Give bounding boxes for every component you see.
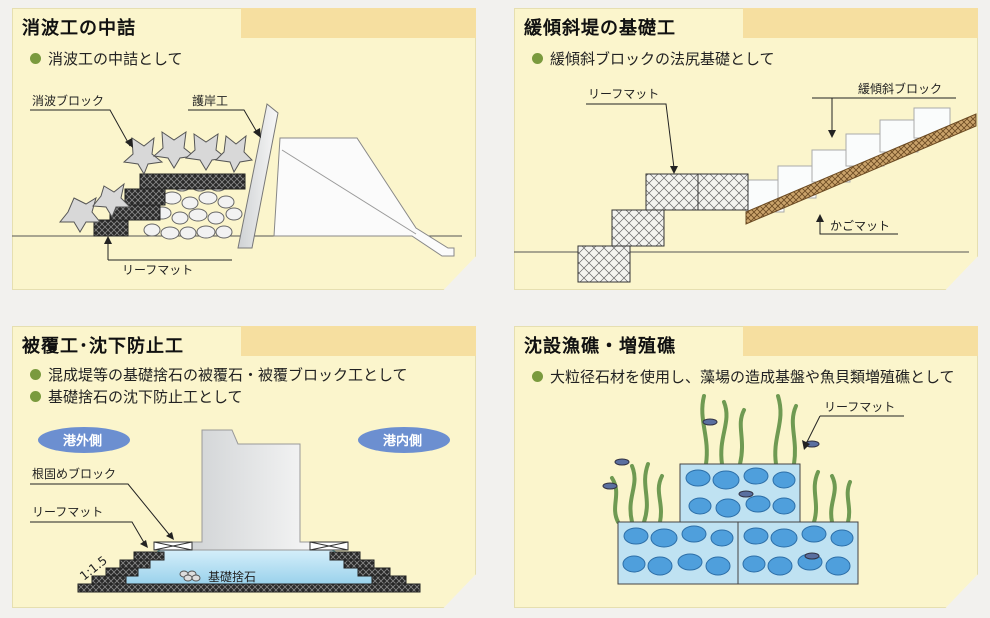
panel-wave-dissipation: 消波工の中詰 消波工の中詰として <box>12 8 476 290</box>
label-rubble: 基礎捨石 <box>208 569 256 584</box>
label-reef-mat: リーフマット <box>588 87 659 101</box>
label-revetment: 護岸工 <box>192 93 228 108</box>
title-band <box>241 8 476 38</box>
label-reef-mat: リーフマット <box>824 400 895 414</box>
label-reef-mat: リーフマット <box>122 263 193 277</box>
diagram-wave-dissipation: 消波ブロック 護岸工 リーフマット <box>12 93 462 277</box>
bullet-icon <box>532 371 543 382</box>
panel-title: 被覆工･沈下防止工 <box>22 336 184 357</box>
label-root-block: 根固めブロック <box>32 466 116 481</box>
bullet-item: 基礎捨石の沈下防止工として <box>30 386 243 407</box>
label-reef-mat: リーフマット <box>32 505 103 519</box>
title-band <box>743 8 978 38</box>
title-band <box>241 326 476 356</box>
bullet-icon <box>532 53 543 64</box>
label-gabion-mat: かごマット <box>830 218 890 233</box>
panel-protection: 被覆工･沈下防止工 混成堤等の基礎捨石の被覆石・被覆ブロック工として 基礎捨石の… <box>12 326 476 608</box>
panel-title: 緩傾斜堤の基礎工 <box>524 18 676 39</box>
bullet-icon <box>30 391 41 402</box>
label-harbor-outside: 港外側 <box>63 433 102 449</box>
diagram-gentle-slope: リーフマット 緩傾斜ブロック かごマット <box>514 81 977 283</box>
diagram-fishing-reef: リーフマット <box>602 394 904 585</box>
bullet-item: 消波工の中詰として <box>30 48 183 69</box>
bullet-icon <box>30 369 41 380</box>
bullet-item: 緩傾斜ブロックの法尻基礎として <box>532 48 775 69</box>
label-slope-block: 緩傾斜ブロック <box>858 81 942 96</box>
bullet-icon <box>30 53 41 64</box>
panel-gentle-slope: 緩傾斜堤の基礎工 緩傾斜ブロックの法尻基礎として リーフマット <box>514 8 978 290</box>
bullet-item: 混成堤等の基礎捨石の被覆石・被覆ブロック工として <box>30 364 408 385</box>
label-wave-block: 消波ブロック <box>32 93 104 108</box>
diagram-protection: 港外側 港内側 基礎捨石 根固めブロック リーフマット 1:1.5 <box>30 427 450 593</box>
label-harbor-inside: 港内側 <box>383 433 422 449</box>
panel-title: 消波工の中詰 <box>22 18 136 39</box>
bullet-item: 大粒径石材を使用し、藻場の造成基盤や魚貝類増殖礁として <box>532 366 955 387</box>
panel-title: 沈設漁礁・増殖礁 <box>524 336 676 357</box>
title-band <box>743 326 978 356</box>
panel-fishing-reef: 沈設漁礁・増殖礁 大粒径石材を使用し、藻場の造成基盤や魚貝類増殖礁として <box>514 326 978 608</box>
